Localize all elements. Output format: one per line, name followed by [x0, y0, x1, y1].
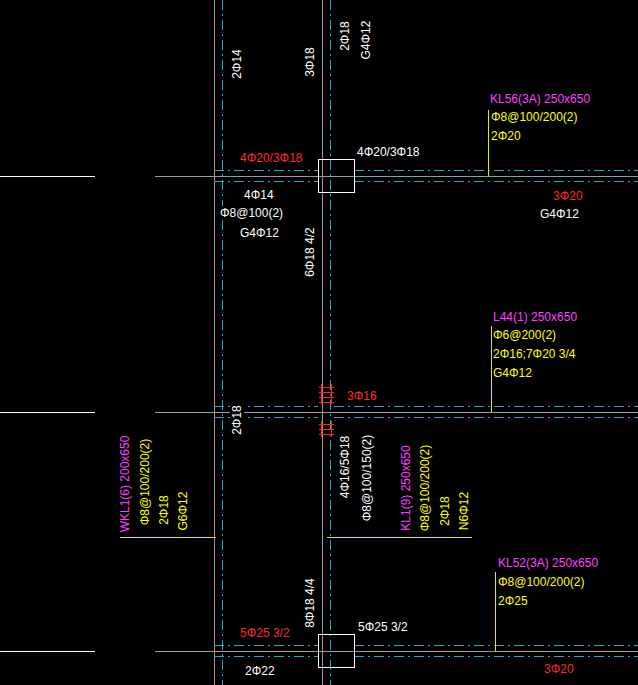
rebar-note: 4Φ16/5Φ18 — [338, 435, 352, 500]
beam-name: L44(1) 250x650 — [492, 310, 578, 324]
rebar-note: 2Φ18 — [438, 495, 452, 527]
rebar-note: 4Φ20/3Φ18 — [239, 151, 304, 165]
stirrup-note: Φ8@100/200(2) — [418, 444, 432, 532]
rebar-note: 4Φ14 — [243, 188, 275, 202]
beam-lines — [155, 177, 638, 652]
grid-lines — [0, 177, 95, 652]
rebar-note: 2Φ25 — [497, 594, 529, 608]
rebar-note: 3Φ16 — [346, 389, 378, 403]
rebar-note: 8Φ18 4/4 — [303, 577, 317, 629]
rebar-note: 2Φ22 — [244, 664, 276, 678]
rebar-note: G6Φ12 — [176, 491, 190, 532]
rebar-marks — [319, 384, 334, 437]
rebar-note: 2Φ16;7Φ20 3/4 — [492, 347, 577, 361]
column-sections — [319, 160, 355, 668]
rebar-note: 2Φ18 — [230, 404, 244, 436]
rebar-note: 4Φ20/3Φ18 — [356, 145, 421, 159]
stirrup-note: Φ8@100/150(2) — [360, 434, 374, 522]
rebar-note: 3Φ20 — [552, 189, 584, 203]
rebar-note: 6Φ18 4/2 — [303, 226, 317, 278]
rebar-note: G4Φ12 — [239, 226, 280, 240]
beam-name: KL52(3A) 250x650 — [497, 556, 599, 570]
rebar-note: 2Φ18 — [338, 20, 352, 52]
beam-name: WKL1(6) 200x650 — [118, 435, 132, 534]
stirrup-note: Φ8@100/200(2) — [490, 110, 578, 124]
rebar-note: 2Φ18 — [157, 494, 171, 526]
stirrup-note: Φ8@100(2) — [219, 206, 284, 220]
leader-lines — [120, 110, 496, 651]
rebar-note: N6Φ12 — [457, 491, 471, 531]
column-lines — [215, 0, 323, 685]
stirrup-note: Φ8@100/200(2) — [138, 438, 152, 526]
rebar-note: 3Φ18 — [303, 46, 317, 78]
stirrup-note: Φ6@200(2) — [492, 328, 557, 342]
beam-name: KL1(9) 250x650 — [399, 444, 413, 531]
beam-name: KL56(3A) 250x650 — [489, 92, 591, 106]
rebar-note: 2Φ20 — [490, 129, 522, 143]
rebar-note: 5Φ25 3/2 — [357, 620, 409, 634]
rebar-note: 2Φ14 — [230, 48, 244, 80]
axis-lines — [214, 0, 638, 685]
rebar-note: G4Φ12 — [359, 20, 373, 61]
rebar-note: 5Φ25 3/2 — [239, 626, 291, 640]
rebar-note: G4Φ12 — [492, 366, 533, 380]
stirrup-note: Φ8@100/200(2) — [497, 575, 585, 589]
rebar-note: G4Φ12 — [539, 207, 580, 221]
rebar-note: 3Φ20 — [543, 662, 575, 676]
